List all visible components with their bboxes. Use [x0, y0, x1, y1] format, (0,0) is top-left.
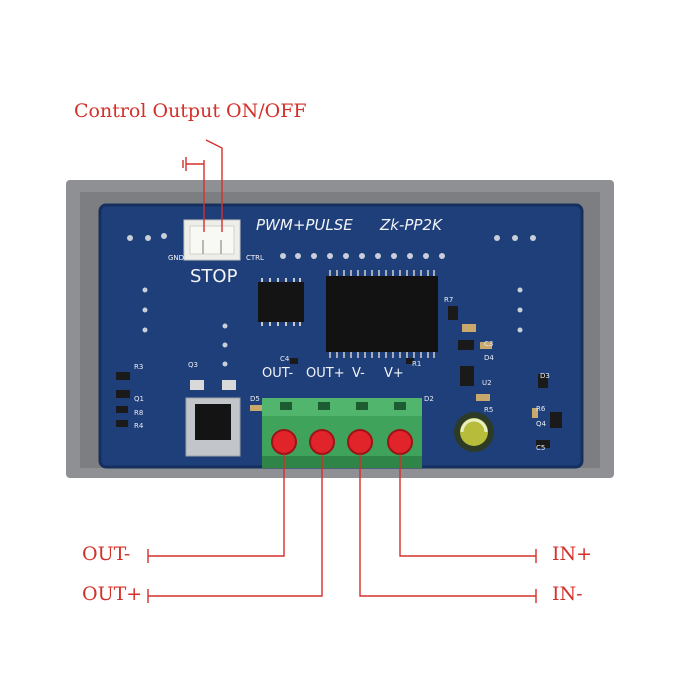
designator-d4: D4 — [484, 354, 494, 362]
stop-label: STOP — [190, 266, 238, 287]
gnd-label: GND — [168, 254, 185, 262]
designator-r4: R4 — [134, 422, 144, 430]
designator-q3: Q3 — [188, 361, 198, 369]
control-output-label: Control Output ON/OFF — [74, 100, 307, 122]
screw-out-minus — [271, 429, 297, 455]
designator-r5: R5 — [484, 406, 494, 414]
designator-c4: C4 — [280, 355, 290, 363]
designator-r8: R8 — [134, 409, 144, 417]
in-minus-label: IN- — [552, 583, 583, 605]
screw-v-plus — [387, 429, 413, 455]
screw-out-plus — [309, 429, 335, 455]
main-ic — [326, 276, 438, 352]
designator-u2: U2 — [482, 379, 492, 387]
designator-r7: R7 — [444, 296, 454, 304]
transistor-q3 — [190, 380, 204, 390]
ctrl-label: CTRL — [246, 254, 264, 262]
out-minus-label: OUT- — [82, 543, 131, 565]
designator-r3: R3 — [134, 363, 144, 371]
designator-d3: D3 — [540, 372, 550, 380]
board-title-right: Zk-PP2K — [380, 216, 442, 234]
board-title-left: PWM+PULSE — [256, 216, 353, 234]
designator-d2: D2 — [424, 395, 434, 403]
terminal-label-v-plus: V+ — [384, 366, 404, 381]
designator-d5: D5 — [250, 395, 260, 403]
designator-q1: Q1 — [134, 395, 144, 403]
designator-c3: C3 — [484, 340, 494, 348]
screw-v-minus — [347, 429, 373, 455]
terminal-label-out-plus: OUT+ — [306, 366, 345, 381]
terminal-label-v-minus: V- — [352, 366, 365, 381]
out-plus-label: OUT+ — [82, 583, 143, 605]
designator-r1: R1 — [412, 360, 422, 368]
small-ic — [258, 282, 304, 322]
designator-c5: C5 — [536, 444, 546, 452]
in-plus-label: IN+ — [552, 543, 593, 565]
terminal-label-out-minus: OUT- — [262, 366, 294, 381]
designator-r6: R6 — [536, 405, 546, 413]
designator-q4: Q4 — [536, 420, 546, 428]
